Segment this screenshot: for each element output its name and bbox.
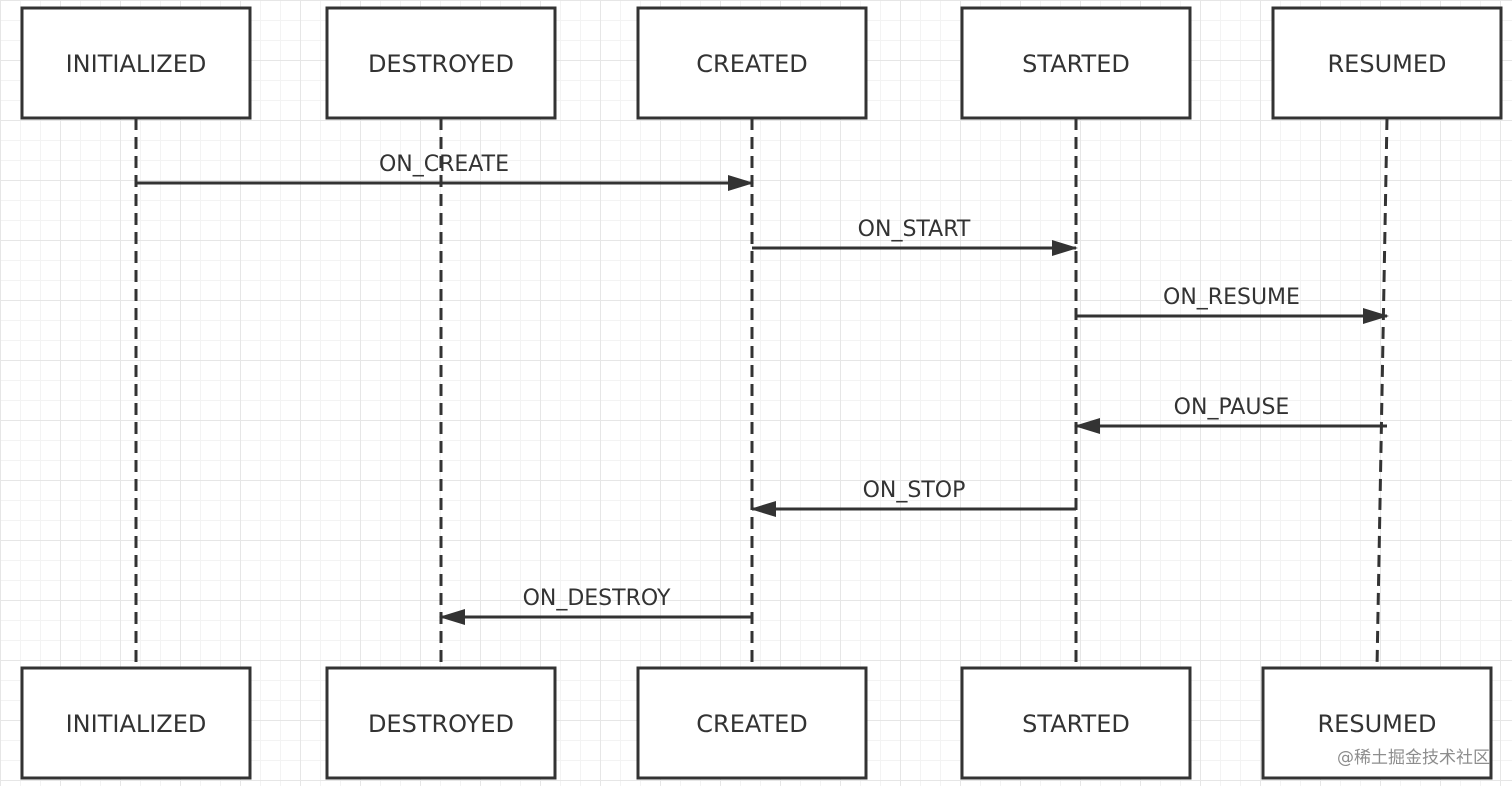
state-box-rect bbox=[960, 6, 1192, 120]
state-box-rect bbox=[960, 666, 1192, 780]
state-box-top-started: STARTED bbox=[960, 6, 1192, 120]
message-on-stop: ON_STOP bbox=[750, 478, 1076, 517]
state-label-created: CREATED bbox=[696, 50, 807, 78]
message-label: ON_STOP bbox=[863, 478, 966, 503]
state-label-started: STARTED bbox=[1022, 50, 1130, 78]
state-label-created: CREATED bbox=[696, 710, 807, 738]
message-label: ON_RESUME bbox=[1163, 285, 1300, 310]
message-on-destroy: ON_DESTROY bbox=[439, 586, 752, 625]
message-label: ON_START bbox=[858, 217, 971, 242]
message-on-resume: ON_RESUME bbox=[1076, 285, 1389, 324]
state-label-resumed: RESUMED bbox=[1318, 710, 1437, 738]
state-box-bottom-resumed: RESUMED bbox=[1261, 666, 1493, 780]
state-label-initialized: INITIALIZED bbox=[66, 710, 207, 738]
message-layer: ON_CREATE ON_START ON_RESUME ON_PAUSE ON_STO… bbox=[136, 152, 1389, 625]
state-label-initialized: INITIALIZED bbox=[66, 50, 207, 78]
state-label-resumed: RESUMED bbox=[1328, 50, 1447, 78]
message-on-start: ON_START bbox=[752, 217, 1078, 256]
message-label: ON_CREATE bbox=[379, 152, 509, 177]
state-box-bottom-initialized: INITIALIZED bbox=[20, 666, 252, 780]
state-box-rect bbox=[1261, 666, 1493, 780]
state-box-top-destroyed: DESTROYED bbox=[325, 6, 557, 120]
message-on-create: ON_CREATE bbox=[136, 152, 754, 191]
state-box-rect bbox=[325, 6, 557, 120]
state-box-bottom-destroyed: DESTROYED bbox=[325, 666, 557, 780]
message-on-pause: ON_PAUSE bbox=[1074, 395, 1387, 434]
state-box-rect bbox=[20, 666, 252, 780]
message-label: ON_DESTROY bbox=[523, 586, 671, 611]
state-label-destroyed: DESTROYED bbox=[368, 50, 514, 78]
state-box-rect bbox=[1271, 6, 1503, 120]
state-box-top-created: CREATED bbox=[636, 6, 868, 120]
state-label-destroyed: DESTROYED bbox=[368, 710, 514, 738]
state-box-rect bbox=[636, 666, 868, 780]
state-label-started: STARTED bbox=[1022, 710, 1130, 738]
state-box-bottom-created: CREATED bbox=[636, 666, 868, 780]
state-box-rect bbox=[636, 6, 868, 120]
state-box-rect bbox=[20, 6, 252, 120]
state-box-bottom-started: STARTED bbox=[960, 666, 1192, 780]
lifeline-resumed bbox=[1375, 117, 1389, 669]
state-box-rect bbox=[325, 666, 557, 780]
lifeline-layer bbox=[134, 117, 1389, 669]
state-box-top-initialized: INITIALIZED bbox=[20, 6, 252, 120]
watermark: @稀土掘金技术社区 bbox=[1337, 748, 1490, 768]
box-layer: INITIALIZED INITIALIZED DESTROYED DESTROYED… bbox=[20, 6, 1503, 780]
state-box-top-resumed: RESUMED bbox=[1271, 6, 1503, 120]
message-label: ON_PAUSE bbox=[1174, 395, 1290, 420]
